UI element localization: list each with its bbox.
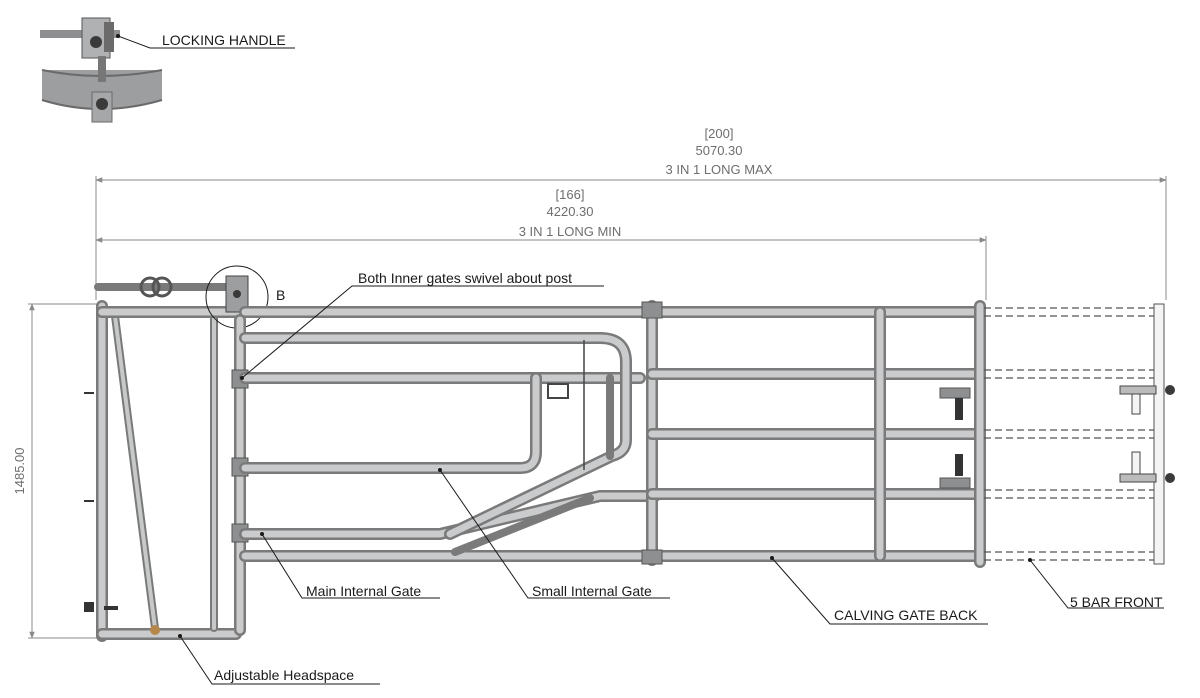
five-bar-front-label: 5 BAR FRONT: [1070, 594, 1163, 610]
calving-gate-back-label: CALVING GATE BACK: [834, 607, 978, 623]
long-min-label: 3 IN 1 LONG MIN: [519, 224, 622, 239]
locking-handle-detail: [40, 17, 163, 123]
adjustable-headspace-label: Adjustable Headspace: [214, 667, 354, 683]
long-min-imperial: [166]: [556, 187, 585, 202]
small-internal-gate: [239, 332, 632, 540]
top-locking-bar: [94, 275, 249, 313]
main-internal-gate-label: Main Internal Gate: [306, 583, 421, 599]
locking-handle-label: LOCKING HANDLE: [162, 32, 286, 48]
swivel-note-label: Both Inner gates swivel about post: [358, 270, 572, 286]
five-bar-front: [984, 303, 1175, 565]
dimension-long-max: [95, 176, 1167, 300]
hinge-post: [231, 314, 249, 636]
dimension-height: [28, 303, 100, 639]
long-max-label: 3 IN 1 LONG MAX: [666, 162, 773, 177]
long-max-imperial: [200]: [705, 126, 734, 141]
calving-gate-back: [641, 300, 986, 568]
dimension-long-min: [95, 236, 987, 300]
long-max-metric: 5070.30: [696, 143, 743, 158]
main-internal-gate: [239, 306, 986, 562]
headspace-frame: [84, 300, 246, 642]
detail-b-label: B: [276, 287, 285, 303]
height-metric: 1485.00: [12, 448, 27, 495]
long-min-metric: 4220.30: [547, 204, 594, 219]
small-internal-gate-label: Small Internal Gate: [532, 583, 652, 599]
